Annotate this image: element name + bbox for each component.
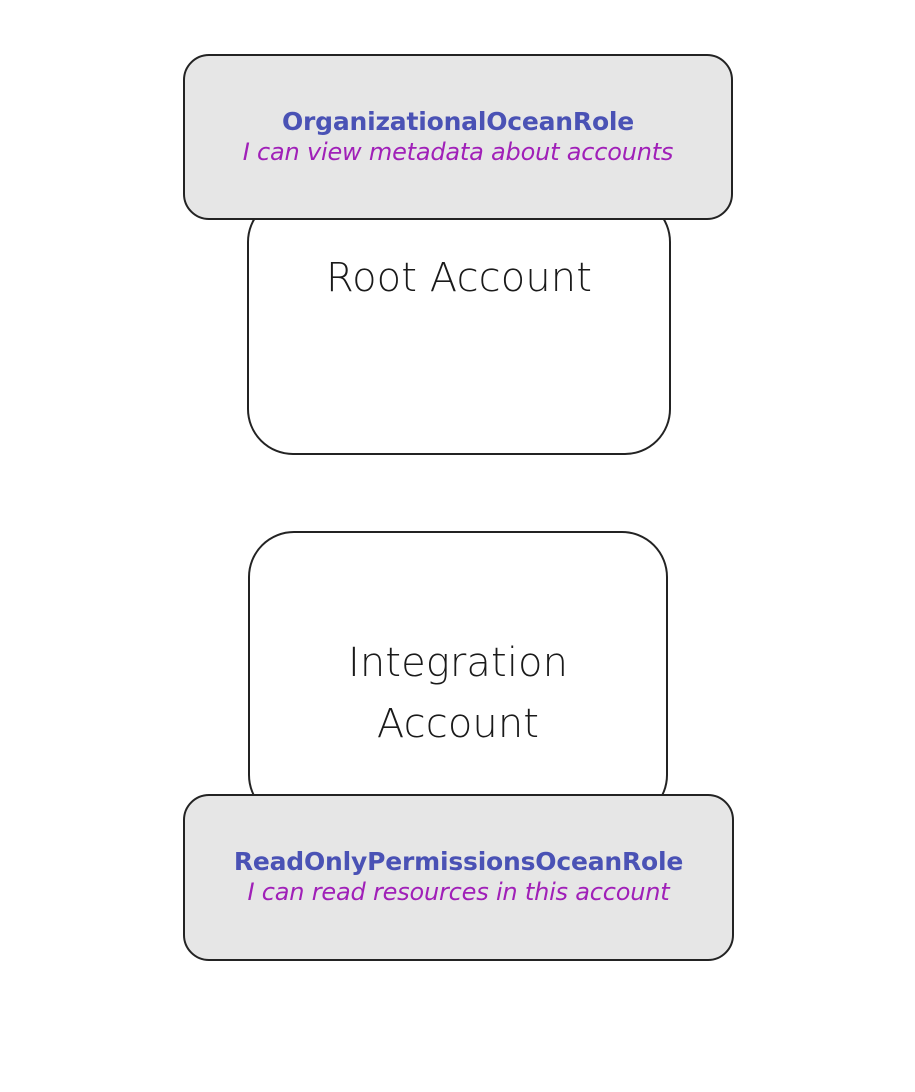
organizational-ocean-role-box[interactable]: OrganizationalOceanRole I can view metad… xyxy=(183,54,733,220)
root-account-label: Root Account xyxy=(325,255,593,301)
root-account-box[interactable]: Root Account xyxy=(247,196,671,455)
readonly-permissions-ocean-role-box[interactable]: ReadOnlyPermissionsOceanRole I can read … xyxy=(183,794,734,961)
readonly-permissions-ocean-role-name: ReadOnlyPermissionsOceanRole xyxy=(233,847,684,877)
organizational-ocean-role-description: I can view metadata about accounts xyxy=(242,137,674,166)
integration-account-label: Integration Account xyxy=(347,640,569,747)
integration-account-box[interactable]: Integration Account xyxy=(248,531,668,821)
readonly-permissions-ocean-role-description: I can read resources in this account xyxy=(247,878,670,907)
organizational-ocean-role-name: OrganizationalOceanRole xyxy=(281,106,635,136)
